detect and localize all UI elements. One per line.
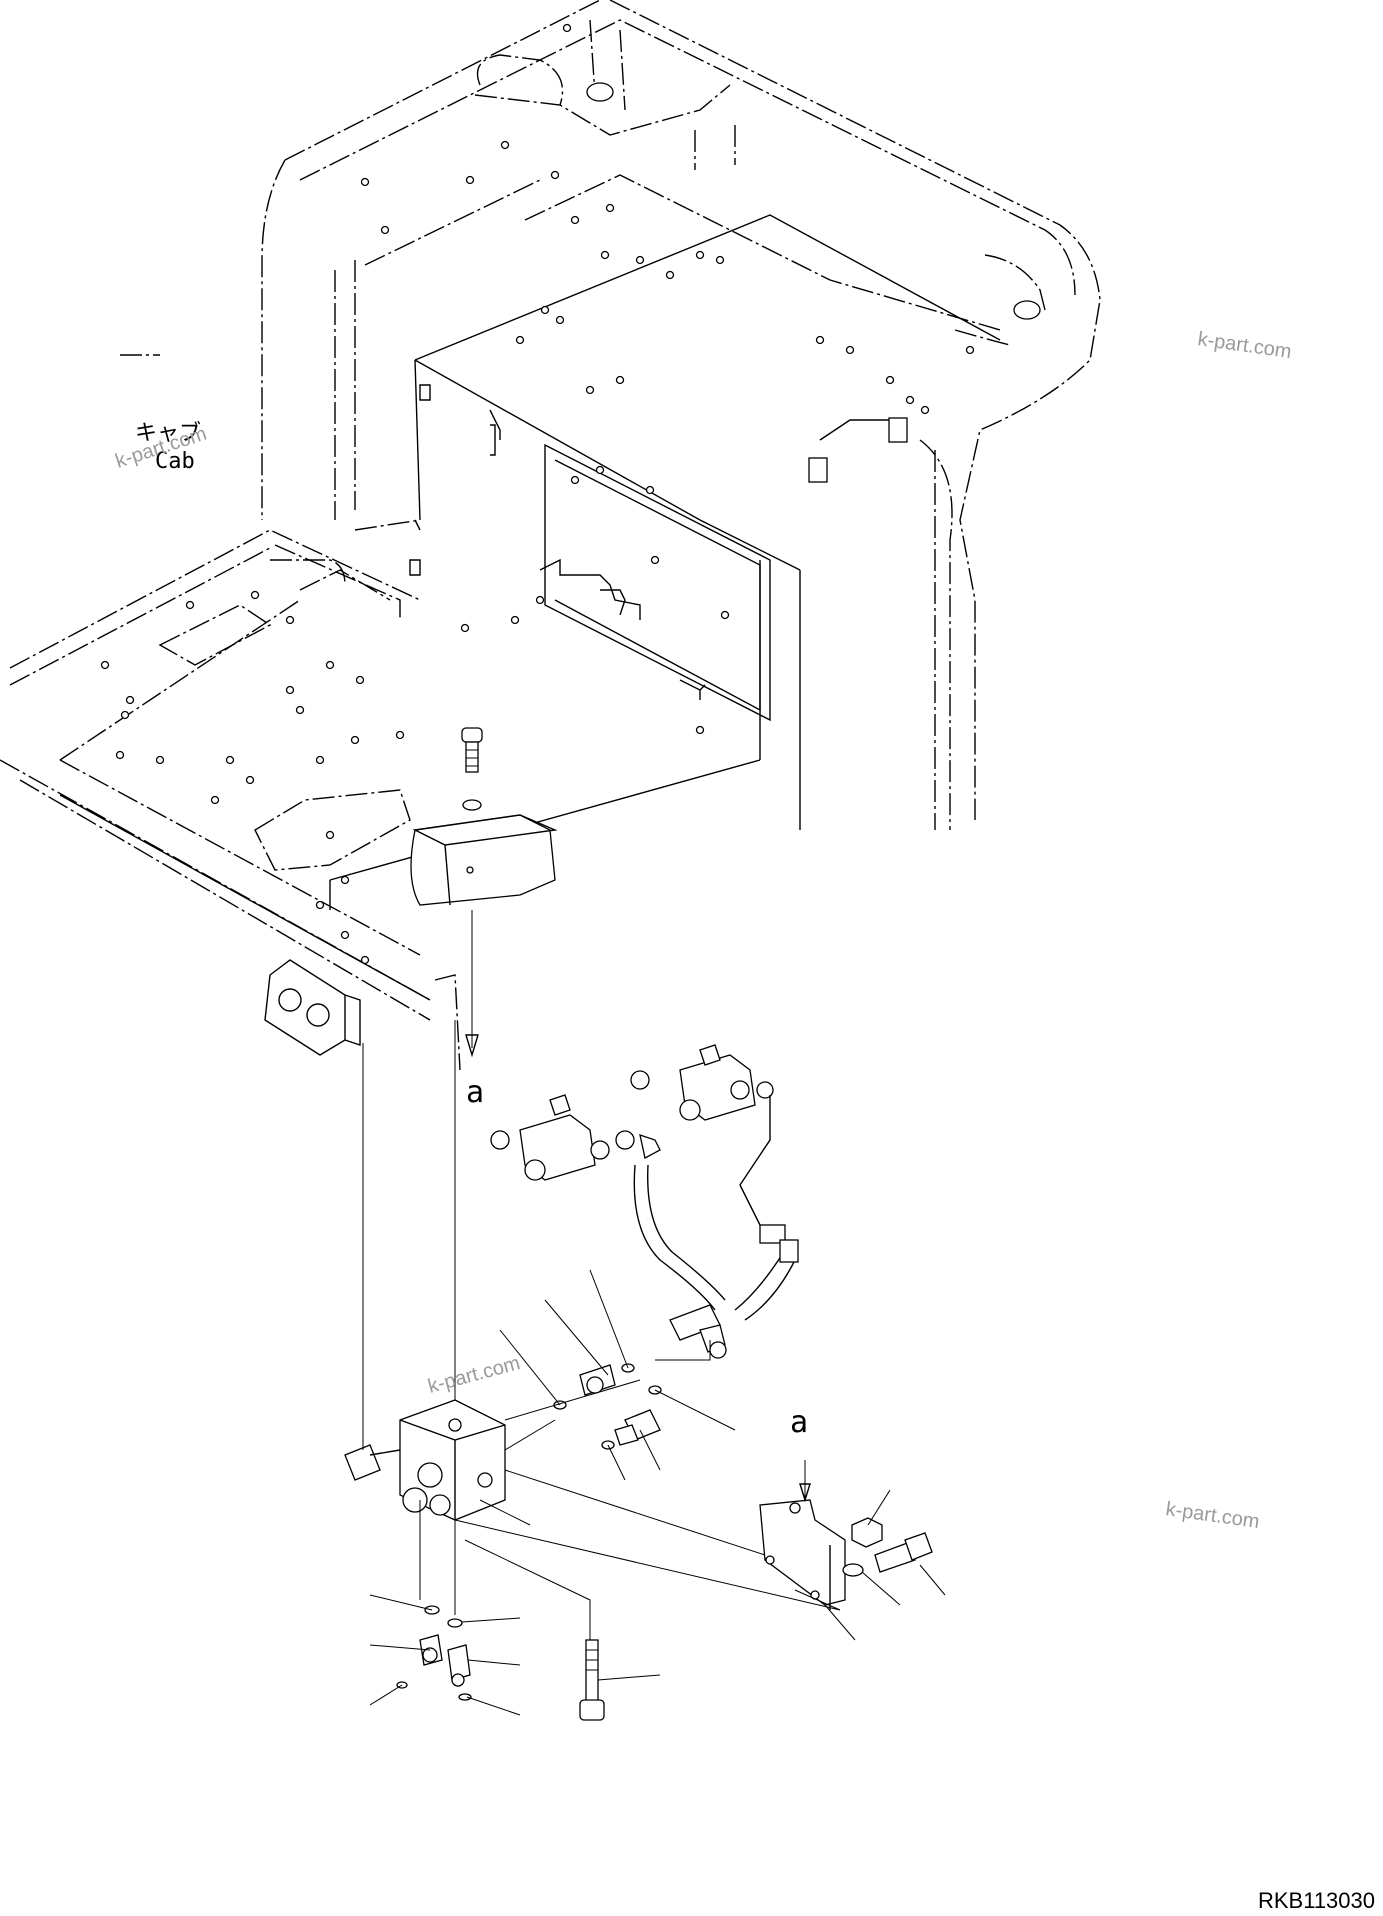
mounting-hole bbox=[340, 930, 350, 940]
mounting-hole bbox=[380, 225, 390, 235]
mounting-hole bbox=[120, 710, 130, 720]
valve-block-left bbox=[490, 1094, 661, 1181]
mounting-hole bbox=[350, 735, 360, 745]
bracket bbox=[759, 1460, 846, 1610]
mounting-hole bbox=[600, 250, 610, 260]
mounting-hole bbox=[715, 255, 725, 265]
valve-block-right bbox=[630, 1044, 774, 1121]
mounting-hole bbox=[115, 750, 125, 760]
stud-boss bbox=[888, 417, 908, 443]
mounting-hole bbox=[500, 140, 510, 150]
cab-label-en: Cab bbox=[155, 449, 195, 474]
watermark-4: k-part.com bbox=[1164, 1498, 1261, 1533]
o-ring-8 bbox=[458, 1693, 472, 1701]
mounting-hole bbox=[225, 755, 235, 765]
mounting-hole bbox=[695, 250, 705, 260]
connector-straight bbox=[579, 1364, 616, 1396]
mounting-hole bbox=[650, 555, 660, 565]
watermark-3: k-part.com bbox=[426, 1352, 523, 1398]
mounting-hole bbox=[340, 875, 350, 885]
watermark-1: k-part.com bbox=[1196, 328, 1293, 363]
mounting-hole bbox=[570, 475, 580, 485]
elbow-fitting bbox=[614, 1409, 661, 1446]
bolt-top bbox=[461, 727, 483, 1058]
mounting-hole bbox=[395, 730, 405, 740]
mounting-hole bbox=[605, 203, 615, 213]
frame-lug bbox=[264, 959, 361, 1056]
mounting-hole bbox=[845, 345, 855, 355]
mounting-holes bbox=[100, 23, 1041, 965]
hose-right bbox=[734, 1095, 799, 1321]
bolt-manifold bbox=[579, 1639, 605, 1721]
cabinet-box bbox=[59, 214, 1001, 1001]
mounting-hole bbox=[562, 23, 572, 33]
mounting-hole bbox=[465, 175, 475, 185]
mounting-hole bbox=[535, 595, 545, 605]
tee-fitting bbox=[669, 1304, 727, 1359]
view-marker-a: a bbox=[466, 1075, 484, 1110]
mounting-hole bbox=[510, 615, 520, 625]
leader-lines bbox=[362, 1020, 946, 1716]
stud-boss bbox=[808, 457, 828, 483]
mounting-hole bbox=[720, 610, 730, 620]
mounting-hole bbox=[645, 485, 655, 495]
drawing-code: RKB113030 bbox=[1257, 1888, 1375, 1913]
mounting-hole bbox=[585, 385, 595, 395]
mounting-hole bbox=[155, 755, 165, 765]
mounting-hole bbox=[635, 255, 645, 265]
nut bbox=[851, 1517, 883, 1548]
mounting-hole bbox=[315, 900, 325, 910]
o-ring-6 bbox=[447, 1618, 463, 1628]
mounting-hole bbox=[295, 705, 305, 715]
washer bbox=[842, 1563, 864, 1577]
mounting-hole bbox=[695, 725, 705, 735]
mounting-hole bbox=[210, 795, 220, 805]
mounting-hole bbox=[355, 675, 365, 685]
view-marker-a-bracket: a bbox=[790, 1405, 808, 1440]
mounting-hole bbox=[965, 345, 975, 355]
mounting-hole bbox=[360, 955, 370, 965]
mounting-hole bbox=[460, 623, 470, 633]
mounting-hole bbox=[540, 305, 550, 315]
mounting-hole bbox=[570, 215, 580, 225]
mounting-hole bbox=[100, 660, 110, 670]
mounting-hole bbox=[515, 335, 525, 345]
nipple-left bbox=[419, 1634, 443, 1666]
cab-frame bbox=[120, 0, 1101, 830]
mounting-hole bbox=[665, 270, 675, 280]
mounting-hole bbox=[815, 335, 825, 345]
mounting-hole bbox=[285, 615, 295, 625]
mounting-hole bbox=[885, 375, 895, 385]
mounting-hole bbox=[325, 830, 335, 840]
valve-manifold bbox=[344, 1399, 506, 1521]
cab-label-jp: キャブ bbox=[135, 421, 201, 446]
mounting-hole bbox=[245, 775, 255, 785]
mounting-hole bbox=[555, 315, 565, 325]
nipple-right bbox=[447, 1644, 471, 1687]
mounting-hole bbox=[250, 590, 260, 600]
large-bore bbox=[586, 82, 614, 102]
hose-left bbox=[633, 1164, 726, 1311]
mounting-hole bbox=[185, 600, 195, 610]
mounting-hole bbox=[360, 177, 370, 187]
large-bore bbox=[1013, 300, 1041, 320]
mounting-hole bbox=[920, 405, 930, 415]
mounting-hole bbox=[315, 755, 325, 765]
bolt-bracket bbox=[874, 1532, 933, 1573]
mounting-hole bbox=[595, 465, 605, 475]
mounting-hole bbox=[285, 685, 295, 695]
mounting-hole bbox=[325, 660, 335, 670]
cover-plate bbox=[410, 814, 558, 906]
mounting-hole bbox=[125, 695, 135, 705]
mounting-hole bbox=[550, 170, 560, 180]
mounting-hole bbox=[615, 375, 625, 385]
mounting-hole bbox=[905, 395, 915, 405]
